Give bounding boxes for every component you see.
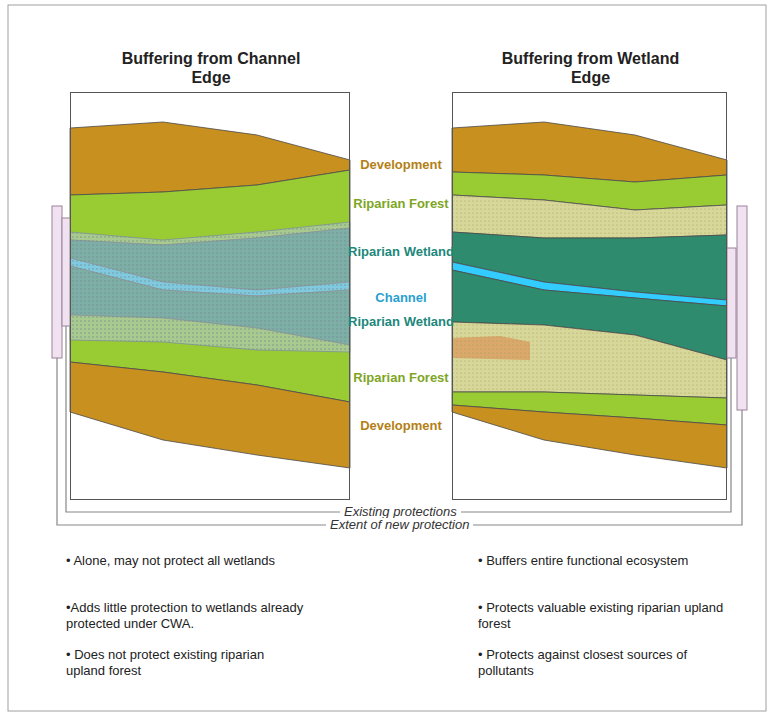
channel-buffer-bands — [70, 122, 350, 468]
bullet-note: • Does not protect existing riparian upl… — [66, 647, 306, 679]
outer-frame — [8, 5, 766, 711]
wetland-buffer-bands — [452, 122, 727, 468]
zone-label: Development — [346, 418, 456, 434]
zone-label: Riparian Wetland — [346, 244, 456, 260]
zone-label: Riparian Forest — [346, 370, 456, 386]
panel-heading: Buffering from Wetland Edge — [491, 49, 691, 93]
bullet-note: • Protects valuable existing riparian up… — [478, 600, 728, 632]
buffer-panel: Buffering from Channel Edge — [70, 92, 350, 500]
bullet-note: • Alone, may not protect all wetlands — [66, 553, 306, 569]
zone-label: Riparian Forest — [346, 196, 456, 212]
zone-label: Riparian Wetland — [346, 314, 456, 330]
panel-heading: Buffering from Channel Edge — [111, 49, 311, 93]
zone-label: Development — [346, 157, 456, 173]
protection-brackets — [57, 326, 742, 525]
bracket-label: Extent of new protection — [326, 518, 473, 531]
protection-bars — [52, 206, 747, 410]
bracket-label: Existing protections — [340, 505, 461, 518]
bullet-note: •Adds little protection to wetlands alre… — [66, 600, 306, 632]
bullet-note: • Protects against closest sources of po… — [478, 647, 728, 679]
bullet-note: • Buffers entire functional ecosystem — [478, 553, 728, 569]
zone-label: Channel — [346, 290, 456, 306]
buffer-panel: Buffering from Wetland Edge — [452, 92, 727, 500]
